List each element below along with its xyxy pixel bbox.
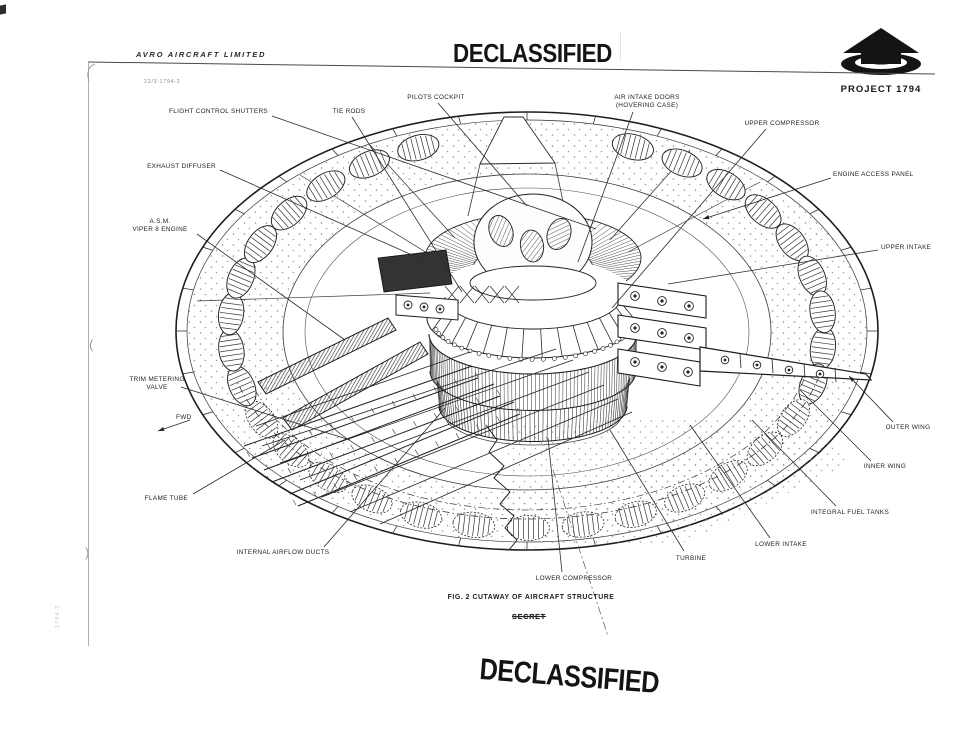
scan-crease <box>620 31 621 61</box>
internal-airflow-duct-fan <box>243 348 633 525</box>
leader-lines <box>157 102 894 573</box>
project-label: PROJECT 1794 <box>840 84 922 95</box>
centerline-and-tear <box>237 376 820 637</box>
declassified-stamp-top: DECLASSIFIED <box>453 38 612 68</box>
figure-caption: FIG. 2 CUTAWAY OF AIRCRAFT STRUCTURE <box>447 594 615 601</box>
binder-mark: ( <box>89 337 94 352</box>
drawing-number: 22/3-1794-2 <box>144 79 181 85</box>
binder-mark: ) <box>85 545 89 560</box>
cockpit-dome <box>429 193 637 343</box>
arrow-over-saucer-logo-icon <box>841 28 921 75</box>
project-badge: PROJECT 1794 <box>827 26 935 95</box>
page-rules: ( ) <box>85 61 936 646</box>
flight-control-shutter-ports <box>217 133 837 541</box>
secret-strikethrough: SECRET <box>512 612 546 621</box>
margin-number: 1794-2 <box>55 604 61 628</box>
rim-division-ticks <box>176 112 878 550</box>
right-wing-spar-structure <box>617 282 873 387</box>
left-engine-structure <box>257 249 520 431</box>
company-name: AVRO AIRCRAFT LIMITED <box>136 50 267 59</box>
